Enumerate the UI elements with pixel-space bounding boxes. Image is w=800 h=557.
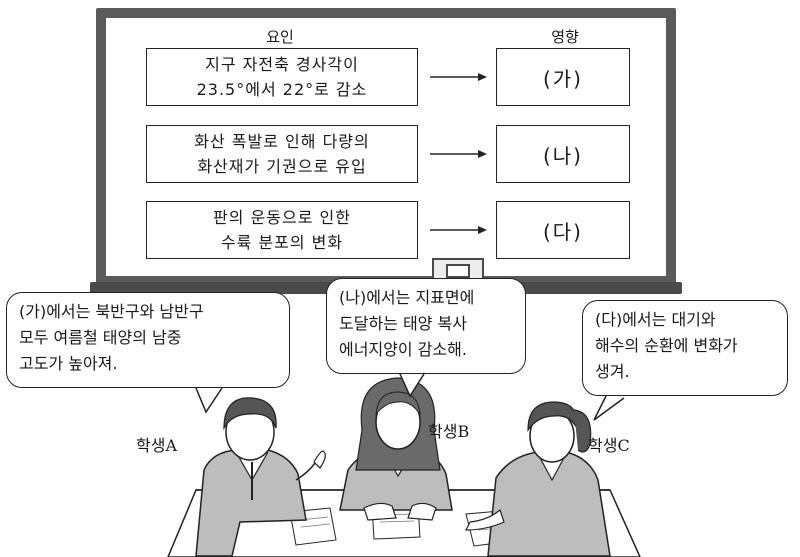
- student-c-label: 학생C: [588, 436, 630, 455]
- speech-b-line-1: (나)에서는 지표면에: [339, 288, 475, 307]
- effect-box-ga: (가): [496, 48, 630, 106]
- student-c-figure: [465, 401, 611, 557]
- factor-3-line-2: 수륙 분포의 변화: [220, 233, 344, 252]
- factor-2-line-1: 화산 폭발로 인해 다량의: [194, 132, 370, 151]
- effect-box-da: (다): [496, 201, 630, 259]
- speech-c-line-1: (다)에서는 대기와: [595, 310, 716, 329]
- effect-header: 영향: [551, 28, 579, 46]
- arrow-icon: [430, 71, 488, 83]
- student-b-figure: [339, 377, 453, 521]
- speech-a-line-3: 고도가 높아져.: [19, 354, 118, 373]
- effect-box-na: (나): [496, 125, 630, 183]
- speech-c-line-3: 생겨.: [595, 362, 630, 381]
- factor-3-line-1: 판의 운동으로 인한: [213, 208, 351, 227]
- arrow-icon: [430, 148, 488, 160]
- factor-box-1: 지구 자전축 경사각이 23.5°에서 22°로 감소: [146, 48, 418, 106]
- speech-a-line-2: 모두 여름철 태양의 남중: [19, 328, 182, 347]
- arrow-icon: [430, 224, 488, 236]
- factor-2-line-2: 화산재가 기권으로 유입: [197, 157, 367, 176]
- speech-b-line-3: 에너지양이 감소해.: [339, 340, 467, 359]
- speech-bubble-student-b: (나)에서는 지표면에 도달하는 태양 복사 에너지양이 감소해.: [326, 278, 526, 374]
- speech-a-line-1: (가)에서는 북반구와 남반구: [19, 302, 204, 321]
- speech-c-line-2: 해수의 순환에 변화가: [595, 336, 738, 355]
- student-a-label: 학생A: [136, 436, 177, 455]
- speech-b-line-2: 도달하는 태양 복사: [339, 314, 467, 333]
- student-b-label: 학생B: [428, 422, 470, 441]
- speech-bubble-student-a: (가)에서는 북반구와 남반구 모두 여름철 태양의 남중 고도가 높아져.: [6, 292, 290, 388]
- student-a-figure: [195, 397, 326, 557]
- factor-1-line-2: 23.5°에서 22°로 감소: [196, 80, 368, 99]
- factor-box-3: 판의 운동으로 인한 수륙 분포의 변화: [146, 201, 418, 259]
- factor-1-line-1: 지구 자전축 경사각이: [205, 55, 359, 74]
- factor-box-2: 화산 폭발로 인해 다량의 화산재가 기권으로 유입: [146, 125, 418, 183]
- speech-bubble-student-c: (다)에서는 대기와 해수의 순환에 변화가 생겨.: [582, 300, 788, 396]
- factor-header: 요인: [266, 28, 294, 46]
